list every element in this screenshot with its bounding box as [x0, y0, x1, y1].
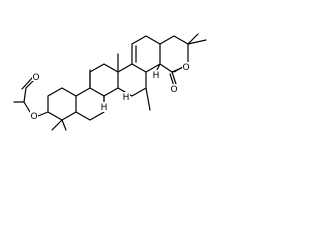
ester-carbonyl-oxygen: O [170, 84, 178, 95]
hydrogen-1: H [100, 102, 108, 113]
svg-text:O: O [182, 63, 189, 73]
ester-methoxy-oxygen: O [182, 62, 190, 73]
svg-text:O: O [170, 85, 177, 95]
ring-a [47, 87, 77, 121]
hydrogen-2: H [122, 92, 130, 103]
atom-labels: O O O O H H H [30, 62, 190, 122]
svg-text:H: H [123, 93, 130, 103]
c4-methyls [51, 119, 67, 131]
hydrogen-3: H [152, 70, 160, 81]
svg-text:O: O [30, 112, 37, 122]
molecule-canvas: O O O O H H H [13, 33, 207, 131]
acetate-ester-oxygen: O [30, 111, 38, 122]
c14-methyl [145, 87, 151, 111]
svg-text:H: H [101, 103, 108, 113]
acetate-bonds [13, 77, 49, 117]
acetate-carbonyl-double [21, 76, 34, 90]
ring-d [117, 63, 147, 97]
svg-text:H: H [153, 71, 160, 81]
c12-double [131, 43, 137, 65]
ring-c [89, 63, 119, 97]
c20-methyls [187, 33, 207, 45]
triterpene-structure-diagram: O O O O H H H [13, 33, 207, 131]
svg-text:O: O [32, 73, 39, 83]
acetate-carbonyl-oxygen: O [32, 71, 40, 83]
bond-skeleton [13, 33, 207, 131]
